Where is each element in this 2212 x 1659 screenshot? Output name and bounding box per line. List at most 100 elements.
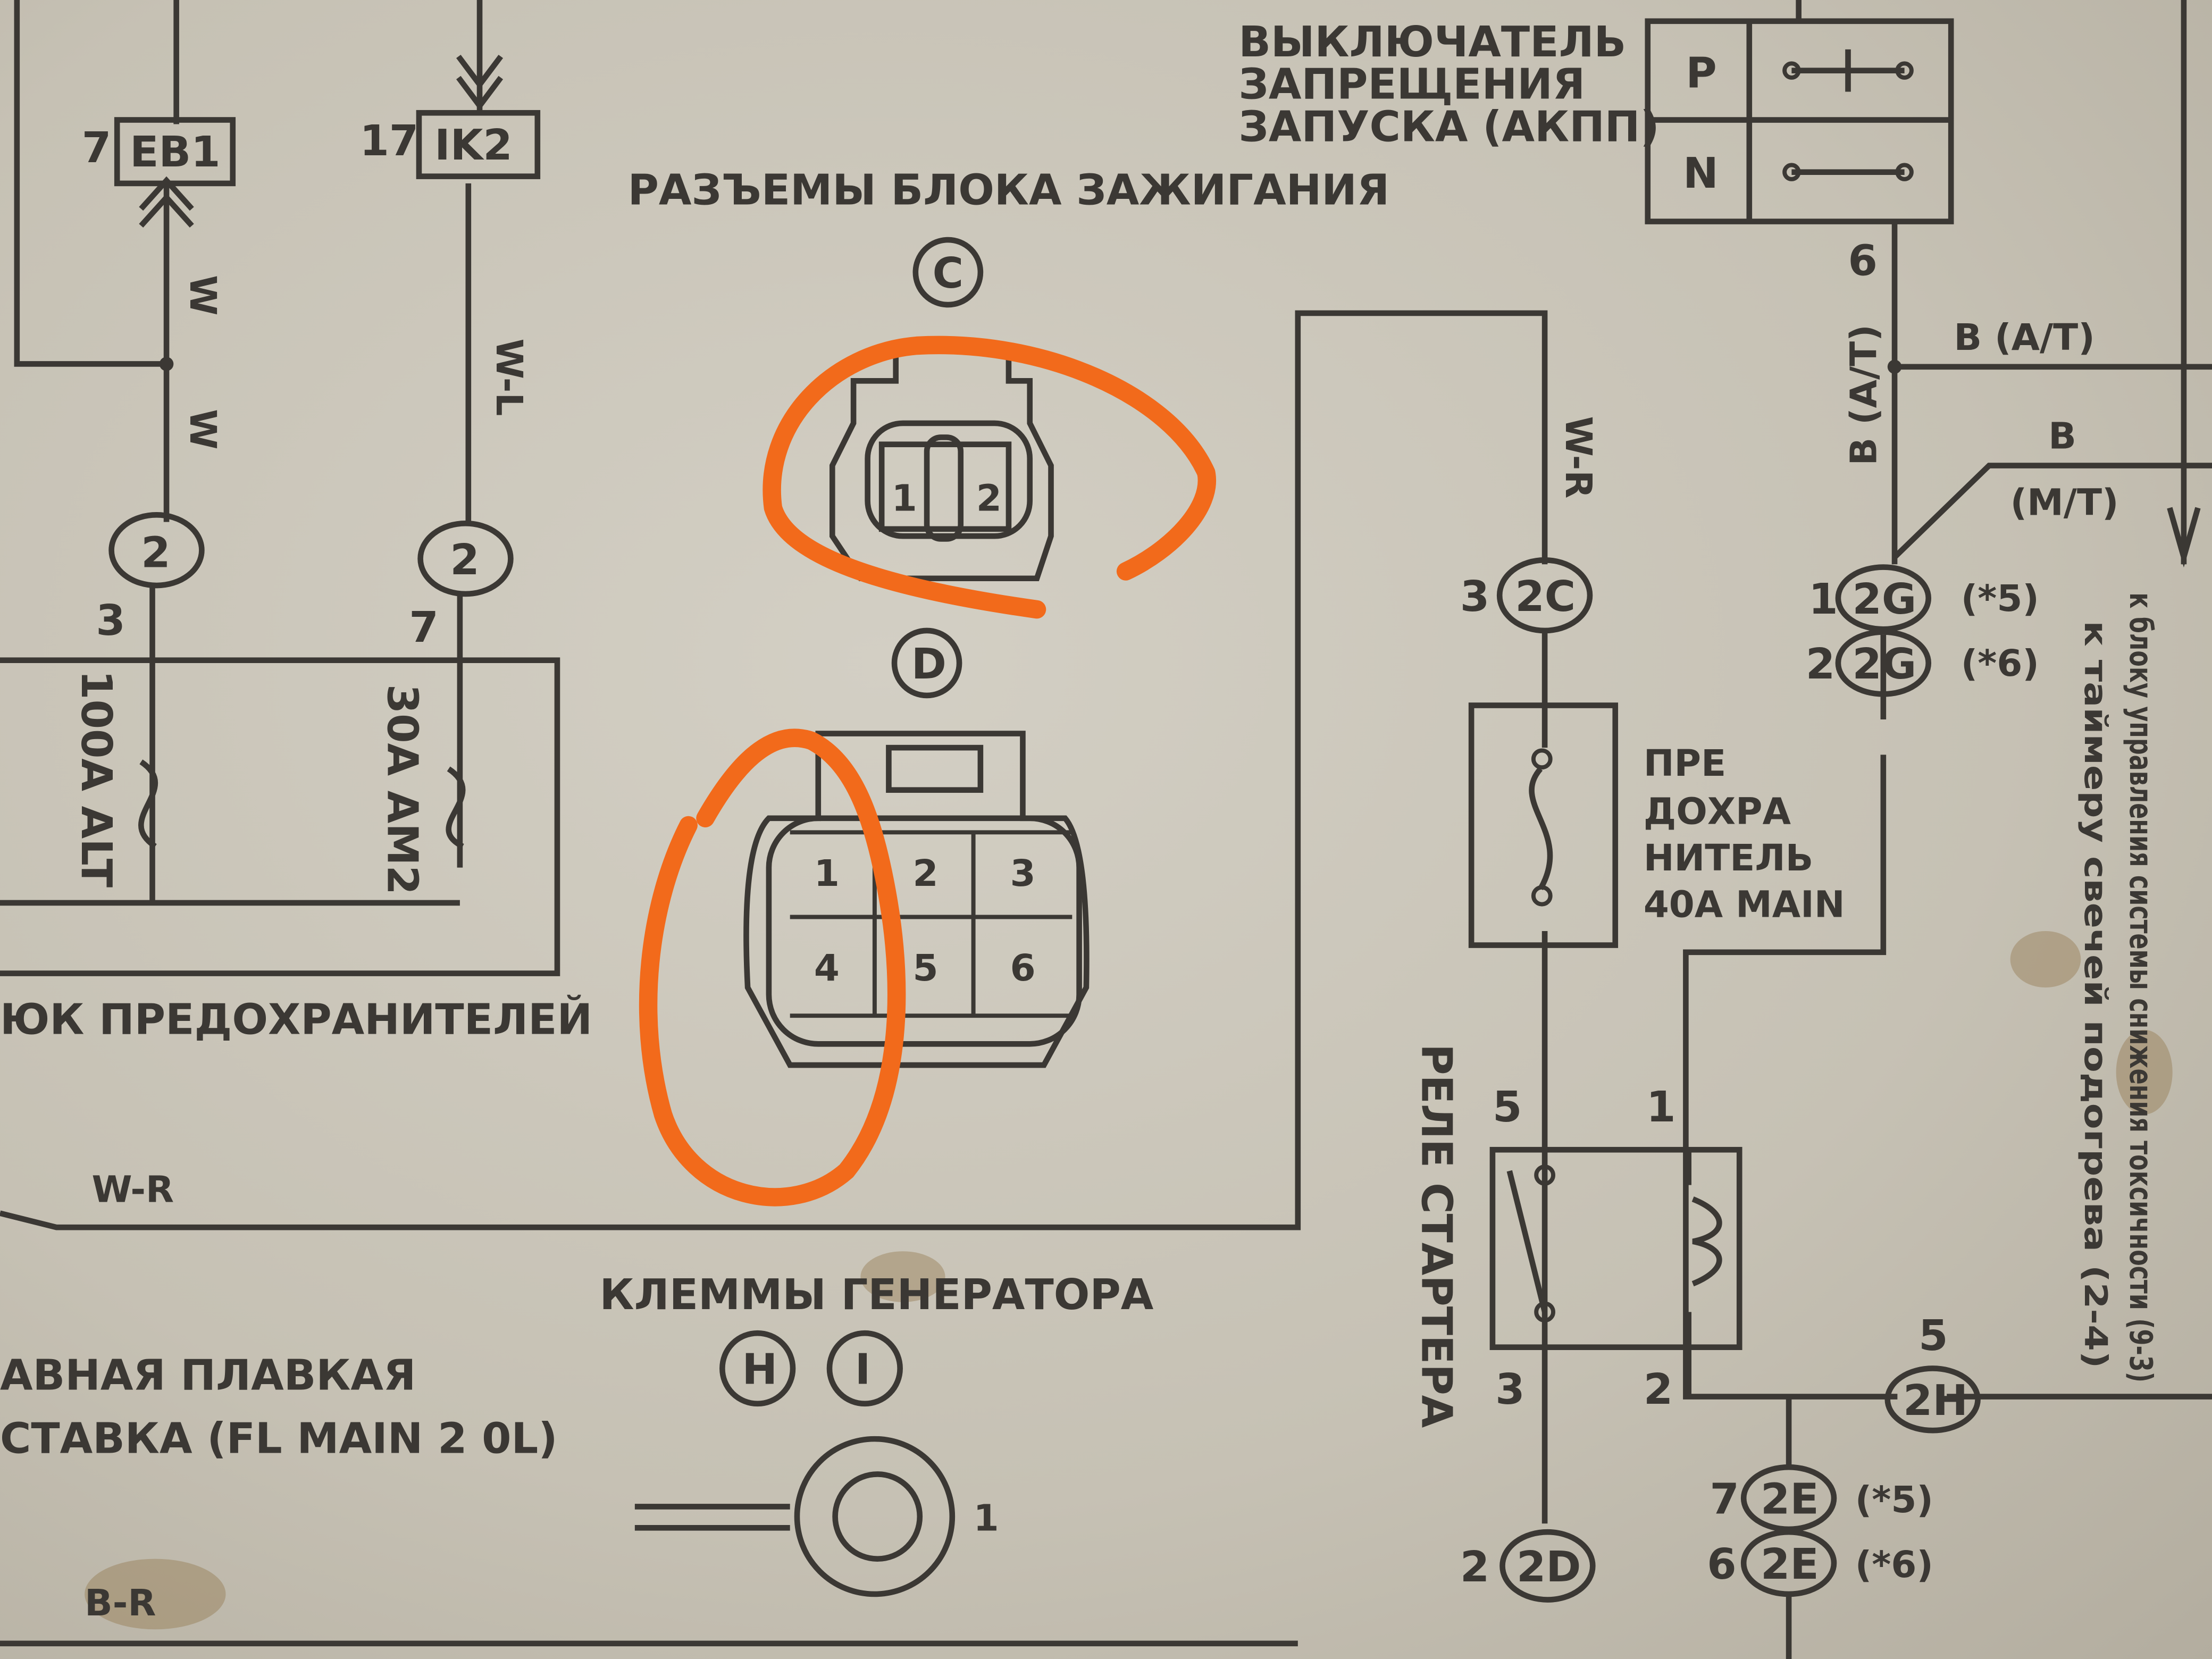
pin-label: 7 xyxy=(409,602,438,652)
connector-2e-b xyxy=(1740,1529,1837,1597)
connector-label: 2G xyxy=(1852,639,1916,689)
variant-note: (*6) xyxy=(1961,642,2039,685)
pin-label: 1 xyxy=(814,852,840,895)
pin-label: 6 xyxy=(1010,947,1036,990)
ignition-connectors-title: РАЗЪЕМЫ БЛОКА ЗАЖИГАНИЯ xyxy=(628,165,1390,215)
connector-label: IK2 xyxy=(434,120,513,170)
stain xyxy=(2010,931,2081,988)
fuse-label: 30A AM2 xyxy=(378,684,428,895)
stain xyxy=(85,1559,226,1630)
wire-label: W xyxy=(181,275,224,315)
pin-label: 5 xyxy=(1918,1311,1948,1360)
ring-terminal xyxy=(634,1436,956,1597)
pin-label: 2 xyxy=(1460,1542,1489,1591)
fusible-link-label: АВНАЯ ПЛАВКАЯ xyxy=(0,1350,416,1400)
terminal-i-badge xyxy=(826,1330,903,1407)
pin-label: 2 xyxy=(1806,639,1835,689)
pin-label: 7 xyxy=(82,123,111,172)
pin-label: 3 xyxy=(1460,572,1489,621)
connector-label: 2D xyxy=(1516,1542,1581,1591)
pin-label: 3 xyxy=(1495,1364,1524,1414)
junction-2 xyxy=(108,512,205,589)
fuse-block-label: ЮК ПРЕДОХРАНИТЕЛЕЙ xyxy=(0,994,592,1044)
pin-label: 6 xyxy=(1707,1539,1736,1589)
switch-position-n: N xyxy=(1683,148,1719,198)
fuse-label: НИТЕЛЬ xyxy=(1644,837,1813,879)
wire-label: B-R xyxy=(85,1582,156,1624)
variant-note: (*5) xyxy=(1855,1479,1933,1521)
connector-c-label: C xyxy=(933,248,963,298)
connector-ik2 xyxy=(416,110,541,179)
pin-label: 5 xyxy=(913,947,939,990)
terminal-h-label: H xyxy=(742,1345,778,1394)
connector-d: 1 2 3 4 5 6 xyxy=(743,731,1090,1068)
connector-label: EB1 xyxy=(130,127,220,177)
connector-2g-b xyxy=(1835,629,1932,697)
switch-title: ЗАПРЕЩЕНИЯ xyxy=(1238,60,1585,109)
starter-relay xyxy=(1489,1146,1742,1350)
pin-label: 2 xyxy=(1644,1364,1673,1414)
pin-label: 6 xyxy=(1848,236,1878,285)
pin-label: 3 xyxy=(1010,852,1036,895)
ignition-connectors: РАЗЪЕМЫ БЛОКА ЗАЖИГАНИЯ C 1 2 D 1 2 3 4 … xyxy=(600,165,1390,1597)
side-note: к блоку управления системы снижения токс… xyxy=(2123,592,2159,1382)
side-note: к таймеру свечей подогрева (2-4) xyxy=(2077,621,2114,1368)
left-circuit: 7 EB1 17 IK2 W W W-L 2 2 3 7 100A ALT 30… xyxy=(0,0,1548,1647)
connector-label: 2C xyxy=(1515,572,1576,621)
fuse-label: 40A MAIN xyxy=(1644,883,1845,926)
pin-label: 1 xyxy=(892,477,917,520)
pin-label: 2 xyxy=(976,477,1002,520)
main-fuse-box xyxy=(1468,702,1619,948)
pin-label: 7 xyxy=(1710,1474,1739,1524)
fuse-label: ПРЕ xyxy=(1644,742,1726,785)
wire-label: W xyxy=(181,409,224,449)
connector-2g xyxy=(1835,564,1932,632)
junction-label: 2 xyxy=(141,528,170,577)
fuse-label: ДОХРА xyxy=(1644,790,1791,833)
wire-label: W-R xyxy=(91,1168,174,1211)
pin-label: 17 xyxy=(360,116,419,165)
pin-label: 4 xyxy=(814,947,840,990)
pin-label: 1 xyxy=(974,1497,999,1540)
terminal-h-badge xyxy=(719,1330,796,1407)
annotation-circle-connector-d xyxy=(639,728,906,1206)
switch-title: ВЫКЛЮЧАТЕЛЬ xyxy=(1238,17,1626,66)
wire-label: W-R xyxy=(1557,416,1599,499)
connector-label: 2G xyxy=(1852,574,1916,624)
connector-2d xyxy=(1499,1529,1596,1603)
wire-label: B (A/T) xyxy=(1843,324,1886,465)
generator-terminals-title: КЛЕММЫ ГЕНЕРАТОРА xyxy=(600,1270,1154,1319)
pin-label: 5 xyxy=(1493,1082,1522,1132)
connector-eb1 xyxy=(114,117,236,187)
pin-label: 2 xyxy=(913,852,939,895)
connector-c-badge xyxy=(912,237,984,308)
fuse-label: 100A ALT xyxy=(72,670,121,887)
wire-label: B (A/T) xyxy=(1954,316,2094,359)
connector-label: 2H xyxy=(1903,1376,1968,1425)
pin-label: 1 xyxy=(1646,1082,1675,1132)
switch-title: ЗАПУСКА (АКПП) xyxy=(1238,102,1659,151)
stain xyxy=(860,1251,945,1302)
right-circuit: ВЫКЛЮЧАТЕЛЬ ЗАПРЕЩЕНИЯ ЗАПУСКА (АКПП) P … xyxy=(1238,0,2212,1659)
junction-2b xyxy=(417,520,514,597)
fusible-link-label: СТАВКА (FL MAIN 2 0L) xyxy=(0,1414,558,1463)
variant-note: (*5) xyxy=(1961,577,2039,620)
stain xyxy=(2116,1029,2173,1115)
switch-position-p: P xyxy=(1686,48,1716,97)
pin-label: 3 xyxy=(96,596,125,645)
variant-note: (*6) xyxy=(1855,1544,1933,1586)
connector-d-label: D xyxy=(911,639,946,689)
junction-label: 2 xyxy=(450,535,479,584)
annotation-circle-connector-c xyxy=(763,336,1216,619)
wire-label: (M/T) xyxy=(2010,481,2119,524)
relay-label: РЕЛЕ СТАРТЕРА xyxy=(1412,1044,1461,1428)
wire-label: W-L xyxy=(488,339,530,416)
wire-label: B xyxy=(2048,415,2076,458)
terminal-i-label: I xyxy=(855,1345,871,1394)
pin-label: 1 xyxy=(1808,574,1838,624)
connector-label: 2E xyxy=(1761,1474,1819,1524)
connector-label: 2E xyxy=(1761,1539,1819,1589)
connector-d-badge xyxy=(891,627,962,699)
